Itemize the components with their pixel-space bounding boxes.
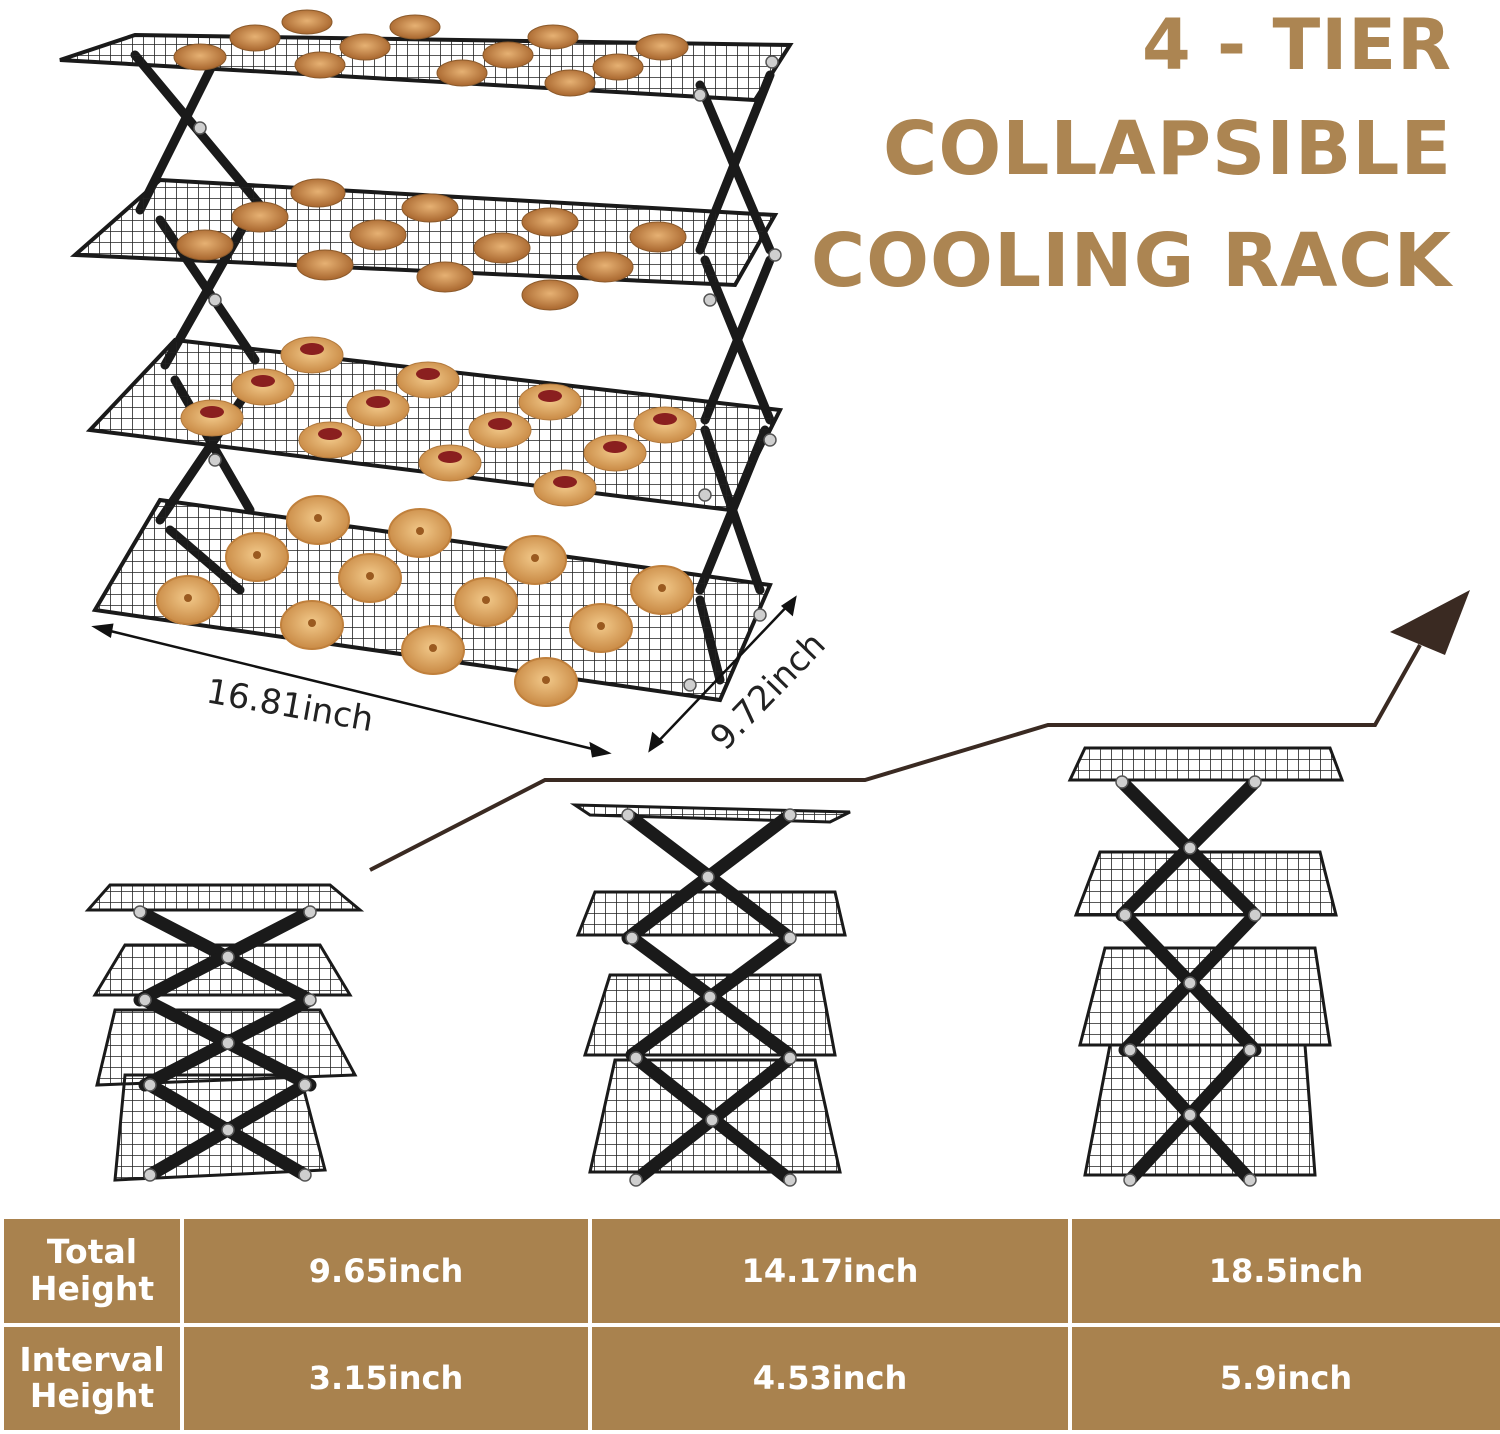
title-line-3: COOLING RACK (810, 218, 1452, 304)
row-header-interval-height: Interval Height (0, 1322, 184, 1434)
title-line-1: 4 - TIER (1141, 4, 1452, 86)
growth-arrow (369, 590, 1470, 872)
folded-rack-short (84, 883, 365, 1182)
row-header-total-height: Total Height (0, 1215, 184, 1327)
table-cell: 9.65inch (180, 1215, 592, 1327)
title-line-2: COLLAPSIBLE (883, 106, 1452, 192)
table-cell: 3.15inch (180, 1322, 592, 1434)
row-header-line: Total (46, 1232, 138, 1272)
table-row-total-height: Total Height 9.65inch 14.17inch 18.5inch (0, 1215, 1500, 1327)
table-cell: 4.53inch (588, 1322, 1072, 1434)
table-cell: 14.17inch (588, 1215, 1072, 1327)
dimension-markers (91, 595, 797, 758)
table-row-interval-height: Interval Height 3.15inch 4.53inch 5.9inc… (0, 1322, 1500, 1434)
table-cell: 5.9inch (1068, 1322, 1500, 1434)
length-label: 16.81inch (203, 671, 376, 740)
folded-rack-tall (1067, 746, 1345, 1187)
row-header-line: Height (29, 1268, 155, 1308)
row-header-line: Height (29, 1376, 155, 1416)
expanded-rack (59, 9, 794, 707)
table-cell: 18.5inch (1068, 1215, 1500, 1327)
folded-rack-medium (569, 803, 851, 1187)
product-illustration: 16.81inch 9.72inch (59, 9, 1470, 1187)
row-header-line: Interval (19, 1339, 165, 1379)
spec-table: Total Height 9.65inch 14.17inch 18.5inch… (0, 1215, 1500, 1434)
